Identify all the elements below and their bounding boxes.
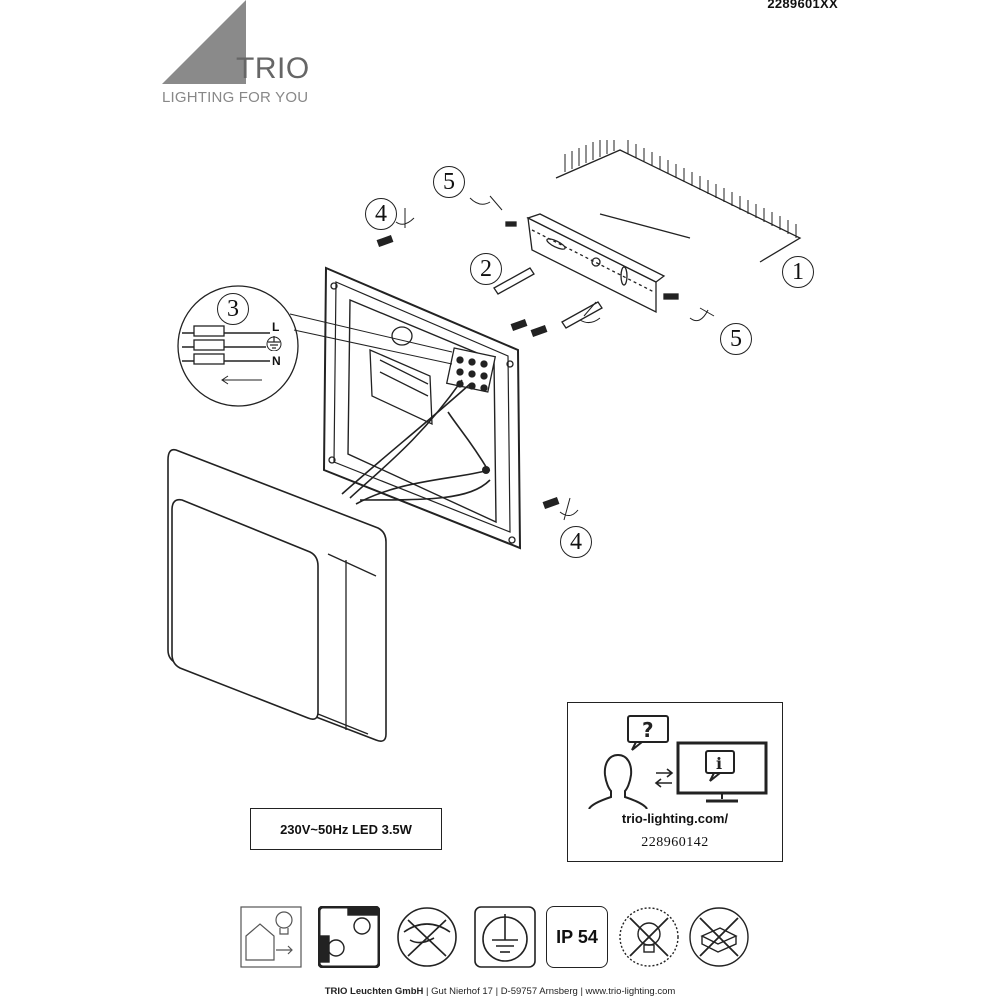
brand-name: TRIO — [236, 52, 310, 85]
wire-label-neutral: N — [272, 354, 281, 368]
brand-logo-icon — [162, 0, 246, 84]
support-url[interactable]: trio-lighting.com/ — [621, 811, 729, 826]
wall-plugs — [493, 267, 603, 329]
footer-separator: | — [495, 986, 501, 997]
installation-diagram — [167, 140, 802, 742]
callout-4-bottom: 4 — [560, 526, 592, 558]
replaceable-lamp-icon — [318, 906, 380, 968]
brand-tagline: LIGHTING FOR YOU — [162, 89, 309, 106]
terminal-block — [445, 347, 497, 393]
monitor-info-icon: i — [676, 741, 768, 803]
base-frame — [322, 266, 522, 550]
user-icon — [588, 754, 648, 809]
earth-ground-icon — [266, 336, 282, 351]
footer-city: D-59757 Arnsberg — [500, 986, 578, 997]
indoor-outdoor-icon — [240, 906, 302, 968]
mounting-bracket — [526, 213, 691, 314]
support-code: 228960142 — [641, 835, 709, 850]
footer: TRIO Leuchten GmbH | Gut Nierhof 17 | D-… — [0, 986, 1000, 997]
wire-label-live: L — [272, 320, 280, 334]
footer-website[interactable]: www.trio-lighting.com — [585, 986, 676, 997]
callout-3: 3 — [217, 293, 249, 325]
protection-class-1-icon — [474, 906, 536, 968]
footer-separator: | — [580, 986, 586, 997]
no-dimmer-icon — [397, 907, 457, 967]
callout-4: 4 — [365, 198, 397, 230]
callout-5-right: 5 — [720, 323, 752, 355]
callout-1: 1 — [782, 256, 814, 288]
footer-address: Gut Nierhof 17 — [431, 986, 493, 997]
support-box: ? i trio-lighting.com/ 228960142 — [567, 702, 783, 862]
callout-5: 5 — [433, 166, 465, 198]
lamp-cover — [167, 448, 387, 742]
footer-separator: | — [426, 986, 432, 997]
ip-rating-icon: IP 54 — [546, 906, 608, 968]
wall-surface — [555, 140, 802, 263]
wiring-detail — [177, 285, 453, 407]
wires — [341, 379, 491, 505]
support-illustration: ? i — [588, 715, 768, 809]
svg-text:?: ? — [642, 718, 654, 742]
no-cover-insulation-icon — [689, 907, 749, 967]
screws — [376, 221, 679, 510]
electrical-spec: 230V~50Hz LED 3.5W — [250, 808, 442, 850]
svg-text:i: i — [716, 754, 722, 773]
question-bubble-icon: ? — [627, 715, 669, 751]
callout-2: 2 — [470, 253, 502, 285]
footer-company: TRIO Leuchten GmbH — [324, 986, 424, 997]
rotation-arrows — [395, 195, 715, 521]
document-code: 2289601XX — [767, 0, 838, 11]
led-not-replaceable-icon — [619, 907, 679, 967]
swap-arrows-icon — [654, 768, 674, 788]
